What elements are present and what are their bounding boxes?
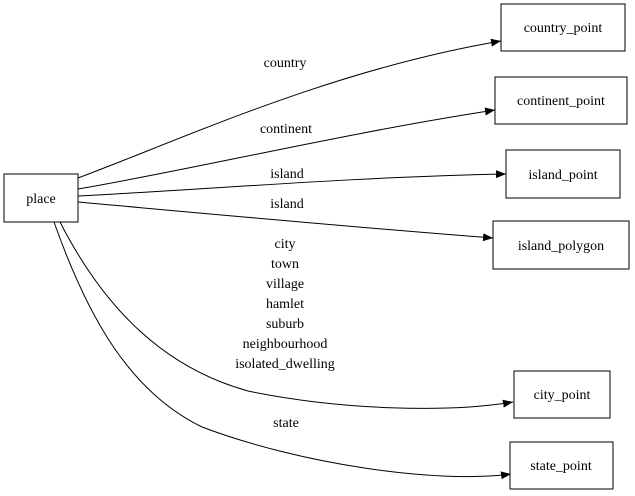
node-city-point-label: city_point [534,388,591,403]
edge-line [77,107,496,190]
edge-label-state: state [273,416,299,431]
node-country_point: country_point [500,3,626,52]
edge-line [77,201,494,242]
node-state-point-label: state_point [530,459,592,474]
edge-line [53,221,512,480]
node-place-label: place [26,192,56,207]
node-place: place [3,173,79,223]
edge-place-island_point: island [77,167,507,197]
node-island-point-box [505,149,621,199]
edge-place-continent_point: continent [77,107,496,190]
node-state_point: state_point [509,441,614,490]
node-island_point: island_point [505,149,621,199]
node-island_polygon: island_polygon [492,220,630,270]
node-place-box [3,173,79,223]
node-continent-point-box [494,76,628,125]
edge-label-isolated-dwelling-line: isolated_dwelling [235,357,335,372]
edge-place-city_point: city town village hamlet suburb neighbou… [59,221,514,409]
edge-label-continent: continent [260,122,312,137]
node-island-point-label: island_point [528,168,597,183]
edge-place-island_polygon: island [77,197,494,242]
node-country-point-box [500,3,626,52]
edge-line [59,221,514,409]
edge-label-city-line: city [275,237,296,252]
node-state-point-box [509,441,614,490]
edge-label-village-line: village [266,277,304,292]
edge-label-town-line: town [271,257,299,272]
node-continent_point: continent_point [494,76,628,125]
edge-label-suburb-line: suburb [266,317,304,332]
node-island-polygon-box [492,220,630,270]
node-city-point-box [513,370,611,419]
edge-label-country: country [264,56,307,71]
edge-place-country_point: country [77,38,502,179]
node-continent-point-label: continent_point [517,94,605,109]
edge-label-island-point: island [270,167,303,182]
edge-line [77,38,502,179]
edge-label-neighbourhood-line: neighbourhood [243,337,328,352]
node-city_point: city_point [513,370,611,419]
edge-label-island-polygon: island [270,197,303,212]
edge-line [77,170,507,197]
node-island-polygon-label: island_polygon [518,239,604,254]
edge-label-hamlet-line: hamlet [266,297,304,312]
edge-place-state_point: state [53,221,512,480]
node-country-point-label: country_point [524,21,603,36]
